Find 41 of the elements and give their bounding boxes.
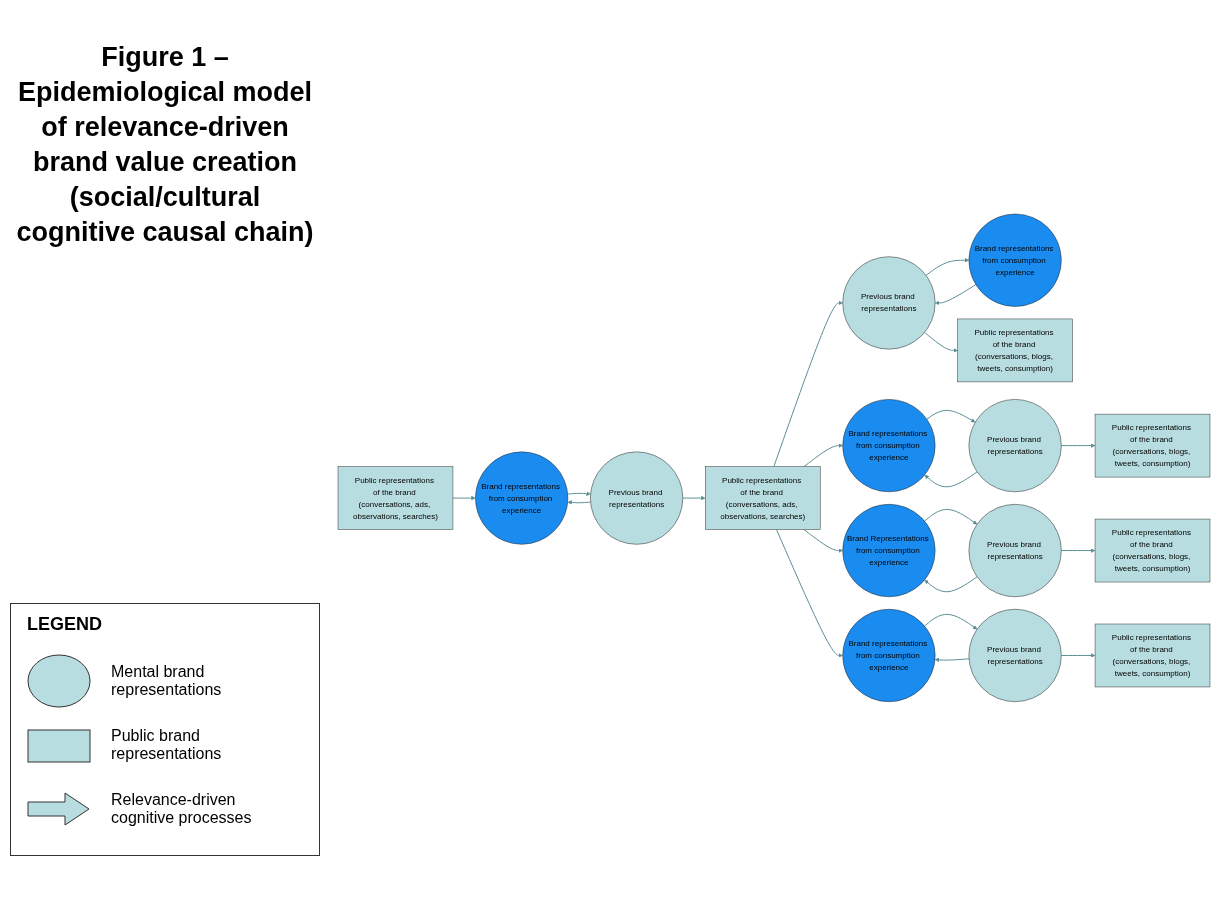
arrow [1060, 653, 1096, 658]
node-circle: Previous brand representations [968, 399, 1062, 493]
legend-text: Public brand representations [111, 727, 223, 763]
node-box: Public representations of the brand (conversations, ads, observations, searches) [705, 466, 821, 530]
node-circle: Previous brand representations [968, 504, 1062, 598]
legend-text: Mental brand representations [111, 663, 223, 699]
arrow [452, 496, 476, 501]
legend-heading: LEGEND [27, 614, 102, 635]
arrow [567, 491, 591, 497]
node-circle: Brand representations from consumption experience [968, 213, 1062, 307]
arrow [934, 657, 970, 663]
arrow [924, 576, 978, 593]
node-circle: Brand representations from consumption experience [475, 451, 569, 545]
node-circle: Previous brand representations [842, 256, 936, 350]
arrow [934, 284, 977, 306]
legend-text: Relevance-driven cognitive processes [111, 791, 253, 827]
node-box: Public representations of the brand (conversations, ads, observations, searches) [337, 466, 454, 530]
arrow [926, 410, 976, 423]
arrow [803, 443, 843, 468]
node-box: Public representations of the brand (conversations, blogs, tweets, consumption) [1094, 623, 1211, 688]
arrow [803, 529, 843, 553]
arrow [682, 496, 706, 501]
arrow [1060, 443, 1096, 448]
arrow [925, 258, 970, 276]
node-circle: Brand representations from consumption experience [842, 399, 936, 493]
arrow [924, 509, 978, 525]
node-circle: Brand representations from consumption experience [842, 609, 936, 703]
node-circle: Brand Representations from consumption experience [842, 504, 936, 598]
node-box: Public representations of the brand (conversations, blogs, tweets, consumption) [1094, 518, 1211, 583]
arrow [924, 471, 978, 488]
arrow [924, 332, 958, 353]
arrow [773, 300, 843, 468]
node-circle: Previous brand representations [968, 609, 1062, 703]
arrow [924, 614, 978, 630]
figure-title: Figure 1 – Epidemiological model of relevance-driven brand value creation (social/cultural cognitive causal chain) [15, 41, 315, 250]
node-box: Public representations of the brand (conversations, blogs, tweets, consumption) [1094, 414, 1211, 478]
node-box: Public representations of the brand (conversations, blogs, tweets, consumption) [957, 318, 1073, 383]
node-circle: Previous brand representations [590, 451, 684, 545]
arrow [1060, 548, 1096, 553]
arrow [776, 529, 843, 658]
arrow [567, 500, 592, 505]
